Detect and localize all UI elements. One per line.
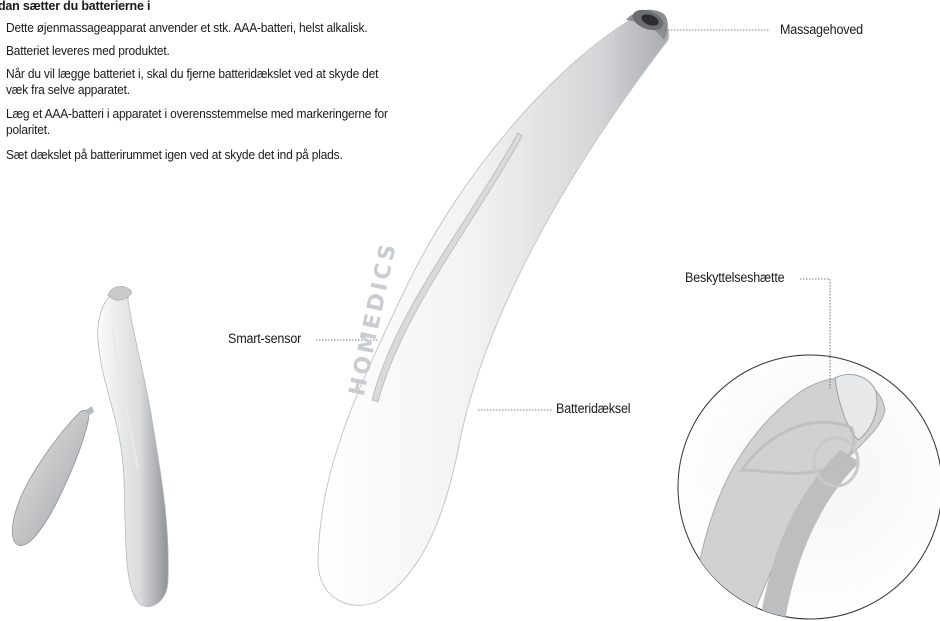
label-smart-sensor: Smart-sensor [228,331,301,346]
label-battery-cover: Batteridæksel [556,401,630,416]
label-protective-cap: Beskyttelseshætte [685,270,784,285]
label-massage-head: Massagehoved [780,22,863,37]
small-device [98,286,169,606]
zoom-detail [678,355,940,621]
battery-cover-part [12,406,94,546]
